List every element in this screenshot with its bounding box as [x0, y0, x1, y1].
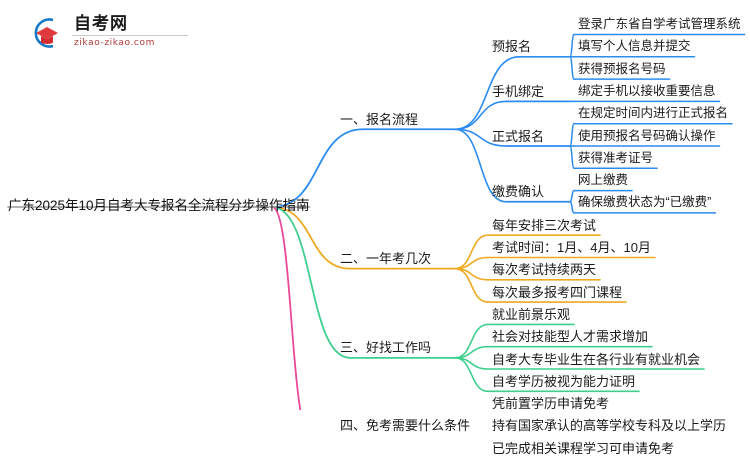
sub-branch-1-0[interactable]: 每年安排三次考试 — [492, 217, 597, 233]
graduation-cap-logo-icon — [34, 18, 58, 48]
sub-branch-3-2[interactable]: 已完成相关课程学习可申请免考 — [492, 440, 675, 456]
sub-branch-3-1[interactable]: 持有国家承认的高等学校专科及以上学历 — [492, 418, 727, 434]
sub-branch-2-1[interactable]: 社会对技能型人才需求增加 — [492, 329, 649, 345]
logo-url: zikao-zikao.com — [74, 38, 155, 48]
logo-text-block: 自考网 zikao-zikao.com — [72, 14, 192, 49]
leaf-node-0-2-0[interactable]: 在规定时间内进行正式报名 — [578, 106, 729, 121]
mindmap-canvas: 自考网 zikao-zikao.com 广东2025年10月自考大专报名全流程分… — [7, 14, 746, 456]
sub-branch-0-3[interactable]: 缴费确认 — [492, 184, 545, 200]
logo-name: 自考网 — [74, 14, 128, 33]
leaf-node-0-2-2[interactable]: 获得准考证号 — [578, 150, 654, 165]
sub-branch-0-1[interactable]: 手机绑定 — [492, 83, 545, 99]
site-logo: 自考网 zikao-zikao.com — [28, 14, 188, 54]
sub-branch-2-2[interactable]: 自考大专毕业生在各行业有就业机会 — [492, 351, 701, 367]
sub-branch-1-2[interactable]: 每次考试持续两天 — [492, 262, 597, 278]
sub-branch-0-0[interactable]: 预报名 — [492, 39, 532, 55]
root-node[interactable]: 广东2025年10月自考大专报名全流程分步操作指南 — [8, 198, 310, 213]
leaf-node-0-3-1[interactable]: 确保缴费状态为“已缴费” — [578, 195, 712, 210]
leaf-node-0-0-0[interactable]: 登录广东省自学考试管理系统 — [578, 17, 741, 31]
leaf-node-0-1-0[interactable]: 绑定手机以接收重要信息 — [578, 83, 716, 98]
sub-branch-3-0[interactable]: 凭前置学历申请免考 — [492, 396, 610, 412]
sub-branch-2-3[interactable]: 自考学历被视为能力证明 — [492, 373, 636, 389]
branch-1[interactable]: 二、一年考几次 — [340, 251, 432, 267]
branch-3[interactable]: 四、免考需要什么条件 — [340, 418, 471, 434]
logo-divider — [72, 35, 188, 36]
leaf-node-0-0-1[interactable]: 填写个人信息并提交 — [578, 39, 691, 54]
sub-branch-0-2[interactable]: 正式报名 — [492, 128, 545, 144]
leaf-node-0-2-1[interactable]: 使用预报名号码确认操作 — [578, 128, 716, 143]
leaf-node-0-0-2[interactable]: 获得预报名号码 — [578, 61, 666, 76]
branch-0[interactable]: 一、报名流程 — [340, 111, 419, 127]
sub-branch-2-0[interactable]: 就业前景乐观 — [492, 306, 571, 322]
sub-branch-1-3[interactable]: 每次最多报考四门课程 — [492, 284, 623, 300]
leaf-node-0-3-0[interactable]: 网上缴费 — [578, 173, 629, 188]
sub-branch-1-1[interactable]: 考试时间：1月、4月、10月 — [492, 240, 651, 255]
branch-2[interactable]: 三、好找工作吗 — [340, 340, 432, 356]
